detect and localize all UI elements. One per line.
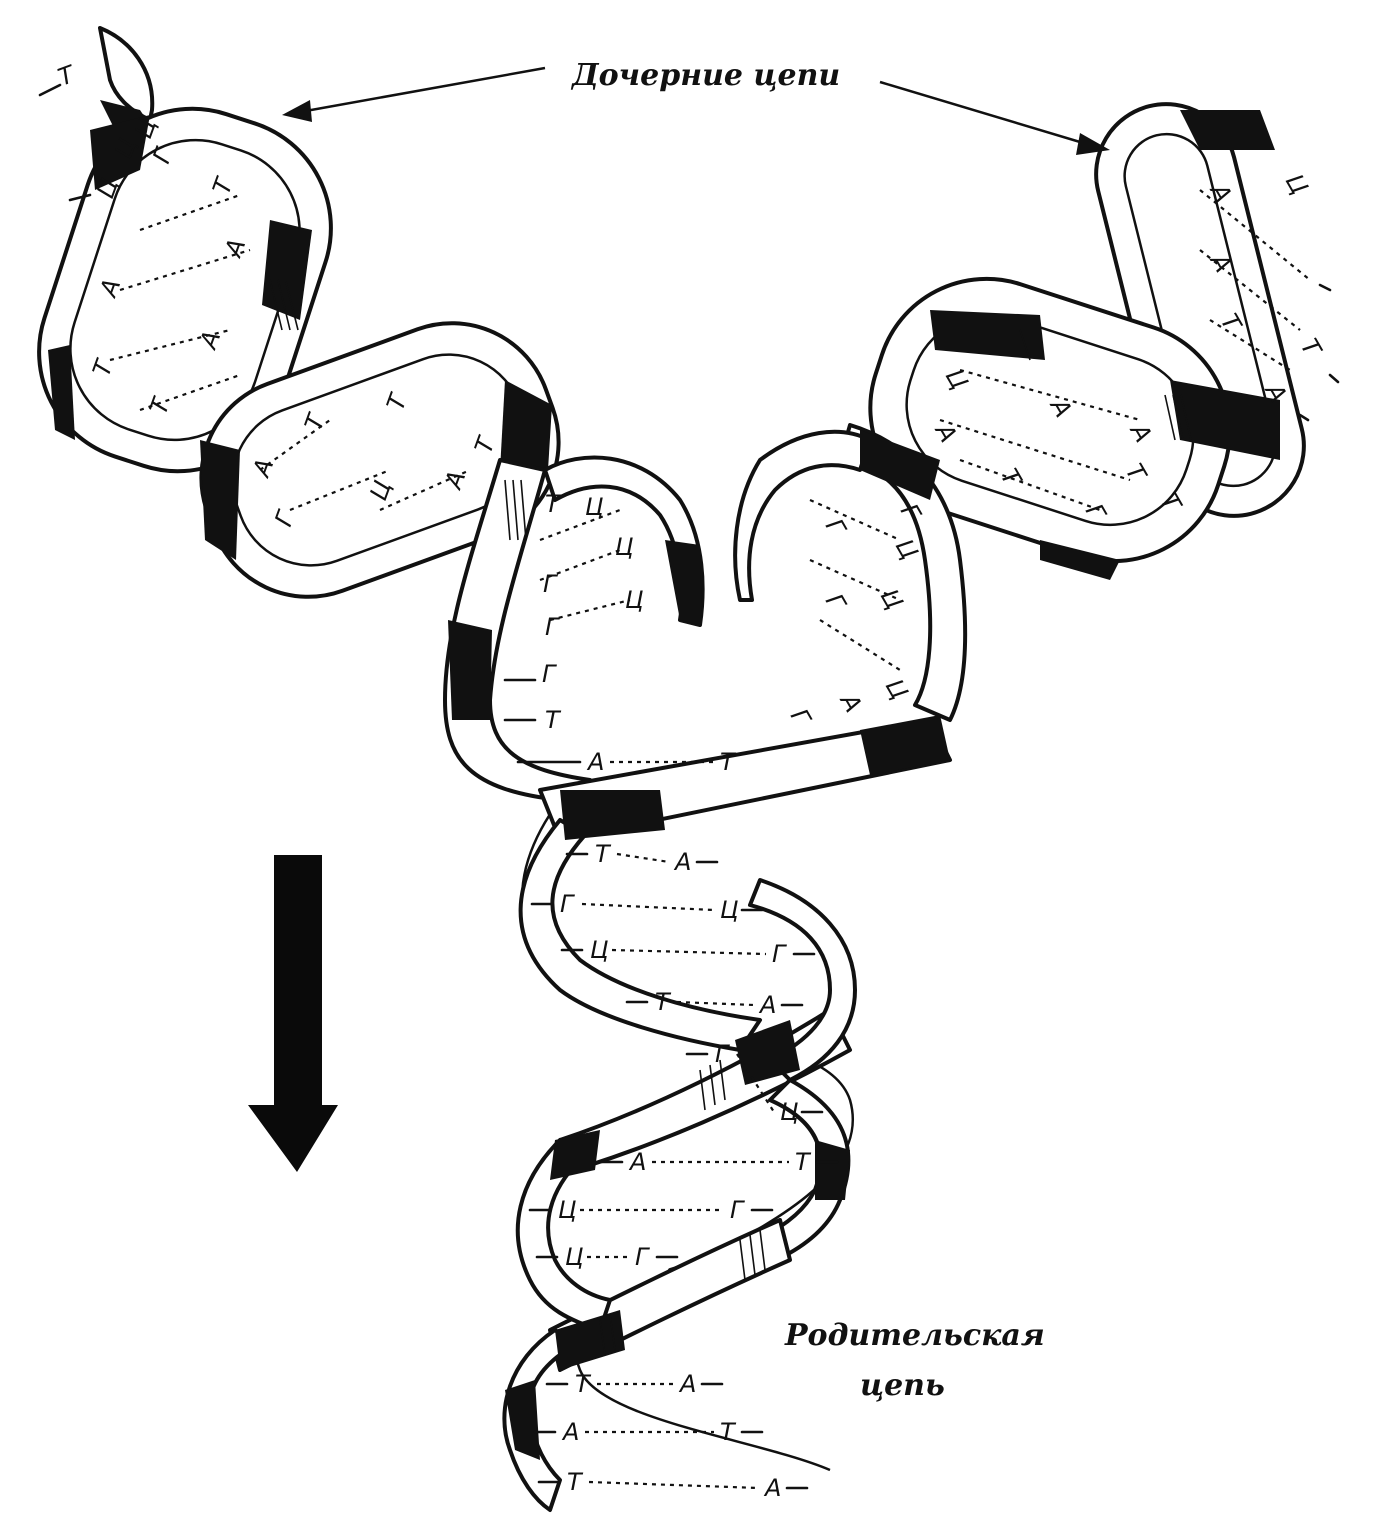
- right-helix-lower-ribbon: [838, 423, 968, 722]
- parental-base-left: Т: [655, 988, 672, 1016]
- right-helix-bonds: [809, 189, 1311, 671]
- parental-strand-label-line2: цепь: [860, 1368, 945, 1403]
- left-daughter-base: Т: [545, 706, 562, 734]
- parental-base-right: Ц: [720, 896, 739, 924]
- right-helix-loop-1-shade: [1180, 110, 1275, 150]
- right-helix-ticks: [1298, 283, 1340, 422]
- parental-shade-right-lower: [815, 1140, 850, 1200]
- parental-base-right: А: [763, 1474, 781, 1502]
- parental-bond: [588, 1480, 760, 1490]
- left-helix-lower-shade: [448, 620, 492, 720]
- parental-base-left: Т: [595, 840, 612, 868]
- parental-base-left: Ц: [565, 1243, 584, 1271]
- left-daughter-base: Ц: [585, 493, 604, 521]
- right-daughter-base: А: [834, 687, 867, 717]
- right-daughter-base: Г: [820, 589, 852, 616]
- parental-shade-bottom-left: [505, 1380, 540, 1460]
- left-helix-tail-ribbon: [98, 26, 155, 122]
- right-daughter-base: Г: [820, 514, 852, 541]
- parental-bond: [611, 948, 767, 956]
- parental-base-left: Т: [575, 1370, 592, 1398]
- fork-base-right: Т: [720, 748, 737, 776]
- daughter-strands-label: Дочерние цепи: [570, 58, 840, 93]
- right-helix-loop-2-shade-c: [1040, 540, 1120, 580]
- replication-direction-arrow: [248, 855, 338, 1172]
- left-helix-curl-ribbon: [543, 455, 705, 627]
- right-daughter-base: Г: [785, 704, 817, 731]
- left-helix-loop-1: [37, 106, 333, 474]
- left-helix-curl-shade: [665, 540, 702, 625]
- left-helix-loop-2-shade-a: [200, 440, 240, 560]
- left-daughter-base: Г: [542, 660, 557, 688]
- parental-hatching: [599, 1059, 766, 1356]
- parental-base-left: Ц: [590, 936, 609, 964]
- parental-base-right: Ц: [780, 1098, 799, 1126]
- fork-base-left: А: [586, 748, 604, 776]
- left-daughter-base: Ц: [625, 586, 644, 614]
- left-helix-bonds: [109, 193, 631, 622]
- parental-shade-left: [550, 1130, 600, 1180]
- parental-left-ribbon-1: [518, 818, 762, 1052]
- daughter-arrow-right-head: [1076, 133, 1110, 155]
- parental-base-left: Ц: [558, 1196, 577, 1224]
- daughter-arrow-left-line: [299, 66, 546, 114]
- left-helix-hatching: [269, 279, 527, 541]
- parental-base-left: Г: [715, 1040, 730, 1068]
- parental-base-right: Г: [730, 1196, 745, 1224]
- left-helix-loop-1-shade-b: [262, 220, 312, 320]
- right-daughter-base: Ц: [880, 674, 914, 704]
- parental-base-left: А: [628, 1148, 646, 1176]
- replication-direction-arrow-icon: [248, 855, 338, 1172]
- parental-base-right: Г: [635, 1243, 650, 1271]
- parental-base-left: Т: [567, 1468, 584, 1496]
- daughter-arrow-right-line: [879, 80, 1091, 147]
- parental-strand-label-line1: Родительская: [784, 1318, 1045, 1353]
- parental-base-right: А: [678, 1370, 696, 1398]
- right-daughter-base: Ц: [1280, 169, 1314, 199]
- parental-shade-fork: [560, 790, 665, 840]
- parental-bond: [581, 902, 715, 912]
- parental-base-right: Г: [772, 940, 787, 968]
- left-daughter-base: Т: [545, 490, 562, 518]
- left-helix-loop-1-inner: [69, 138, 301, 442]
- parental-base-right: А: [673, 848, 691, 876]
- right-helix-loop-2-inner: [905, 313, 1195, 527]
- left-daughter-base: Ц: [615, 533, 634, 561]
- right-helix-hatching: [1019, 329, 1192, 441]
- parental-bond: [736, 1053, 775, 1113]
- parental-base-left: А: [561, 1418, 579, 1446]
- parental-bond: [676, 1000, 755, 1007]
- right-helix-loop-2-shade-a: [930, 310, 1045, 360]
- parental-base-right: Т: [795, 1148, 812, 1176]
- right-helix-loop-2-shade-b: [1170, 380, 1280, 460]
- parental-shade-right-upper: [860, 715, 950, 775]
- parental-base-right: Т: [720, 1418, 737, 1446]
- parental-shade-bottom-cross: [555, 1310, 625, 1370]
- right-daughter-base: Ц: [875, 584, 909, 614]
- daughter-arrow-left-head: [282, 100, 312, 122]
- left-daughter-base: Г: [543, 570, 558, 598]
- left-helix-loop-1-shade-c: [90, 115, 150, 190]
- parental-base-right: А: [758, 991, 776, 1019]
- parental-strand-label-group: Родительская цепь: [784, 1318, 1045, 1403]
- parental-bond: [616, 852, 670, 864]
- parental-shade-middle-cross: [735, 1020, 800, 1085]
- right-helix-open-strand: [733, 429, 872, 602]
- left-helix-loop-2-shade-b: [500, 380, 552, 470]
- left-helix-ticks: [38, 83, 537, 722]
- right-daughter-base: Т: [1295, 334, 1328, 363]
- left-helix-loop-1-shade-a: [48, 345, 75, 440]
- right-helix-loop-1-inner: [1123, 132, 1277, 488]
- left-daughter-base: Г: [545, 613, 560, 641]
- daughter-strands-label-group: Дочерние цепи: [282, 58, 1110, 155]
- right-helix-lower-shade: [860, 430, 940, 500]
- parental-base-left: Г: [560, 890, 575, 918]
